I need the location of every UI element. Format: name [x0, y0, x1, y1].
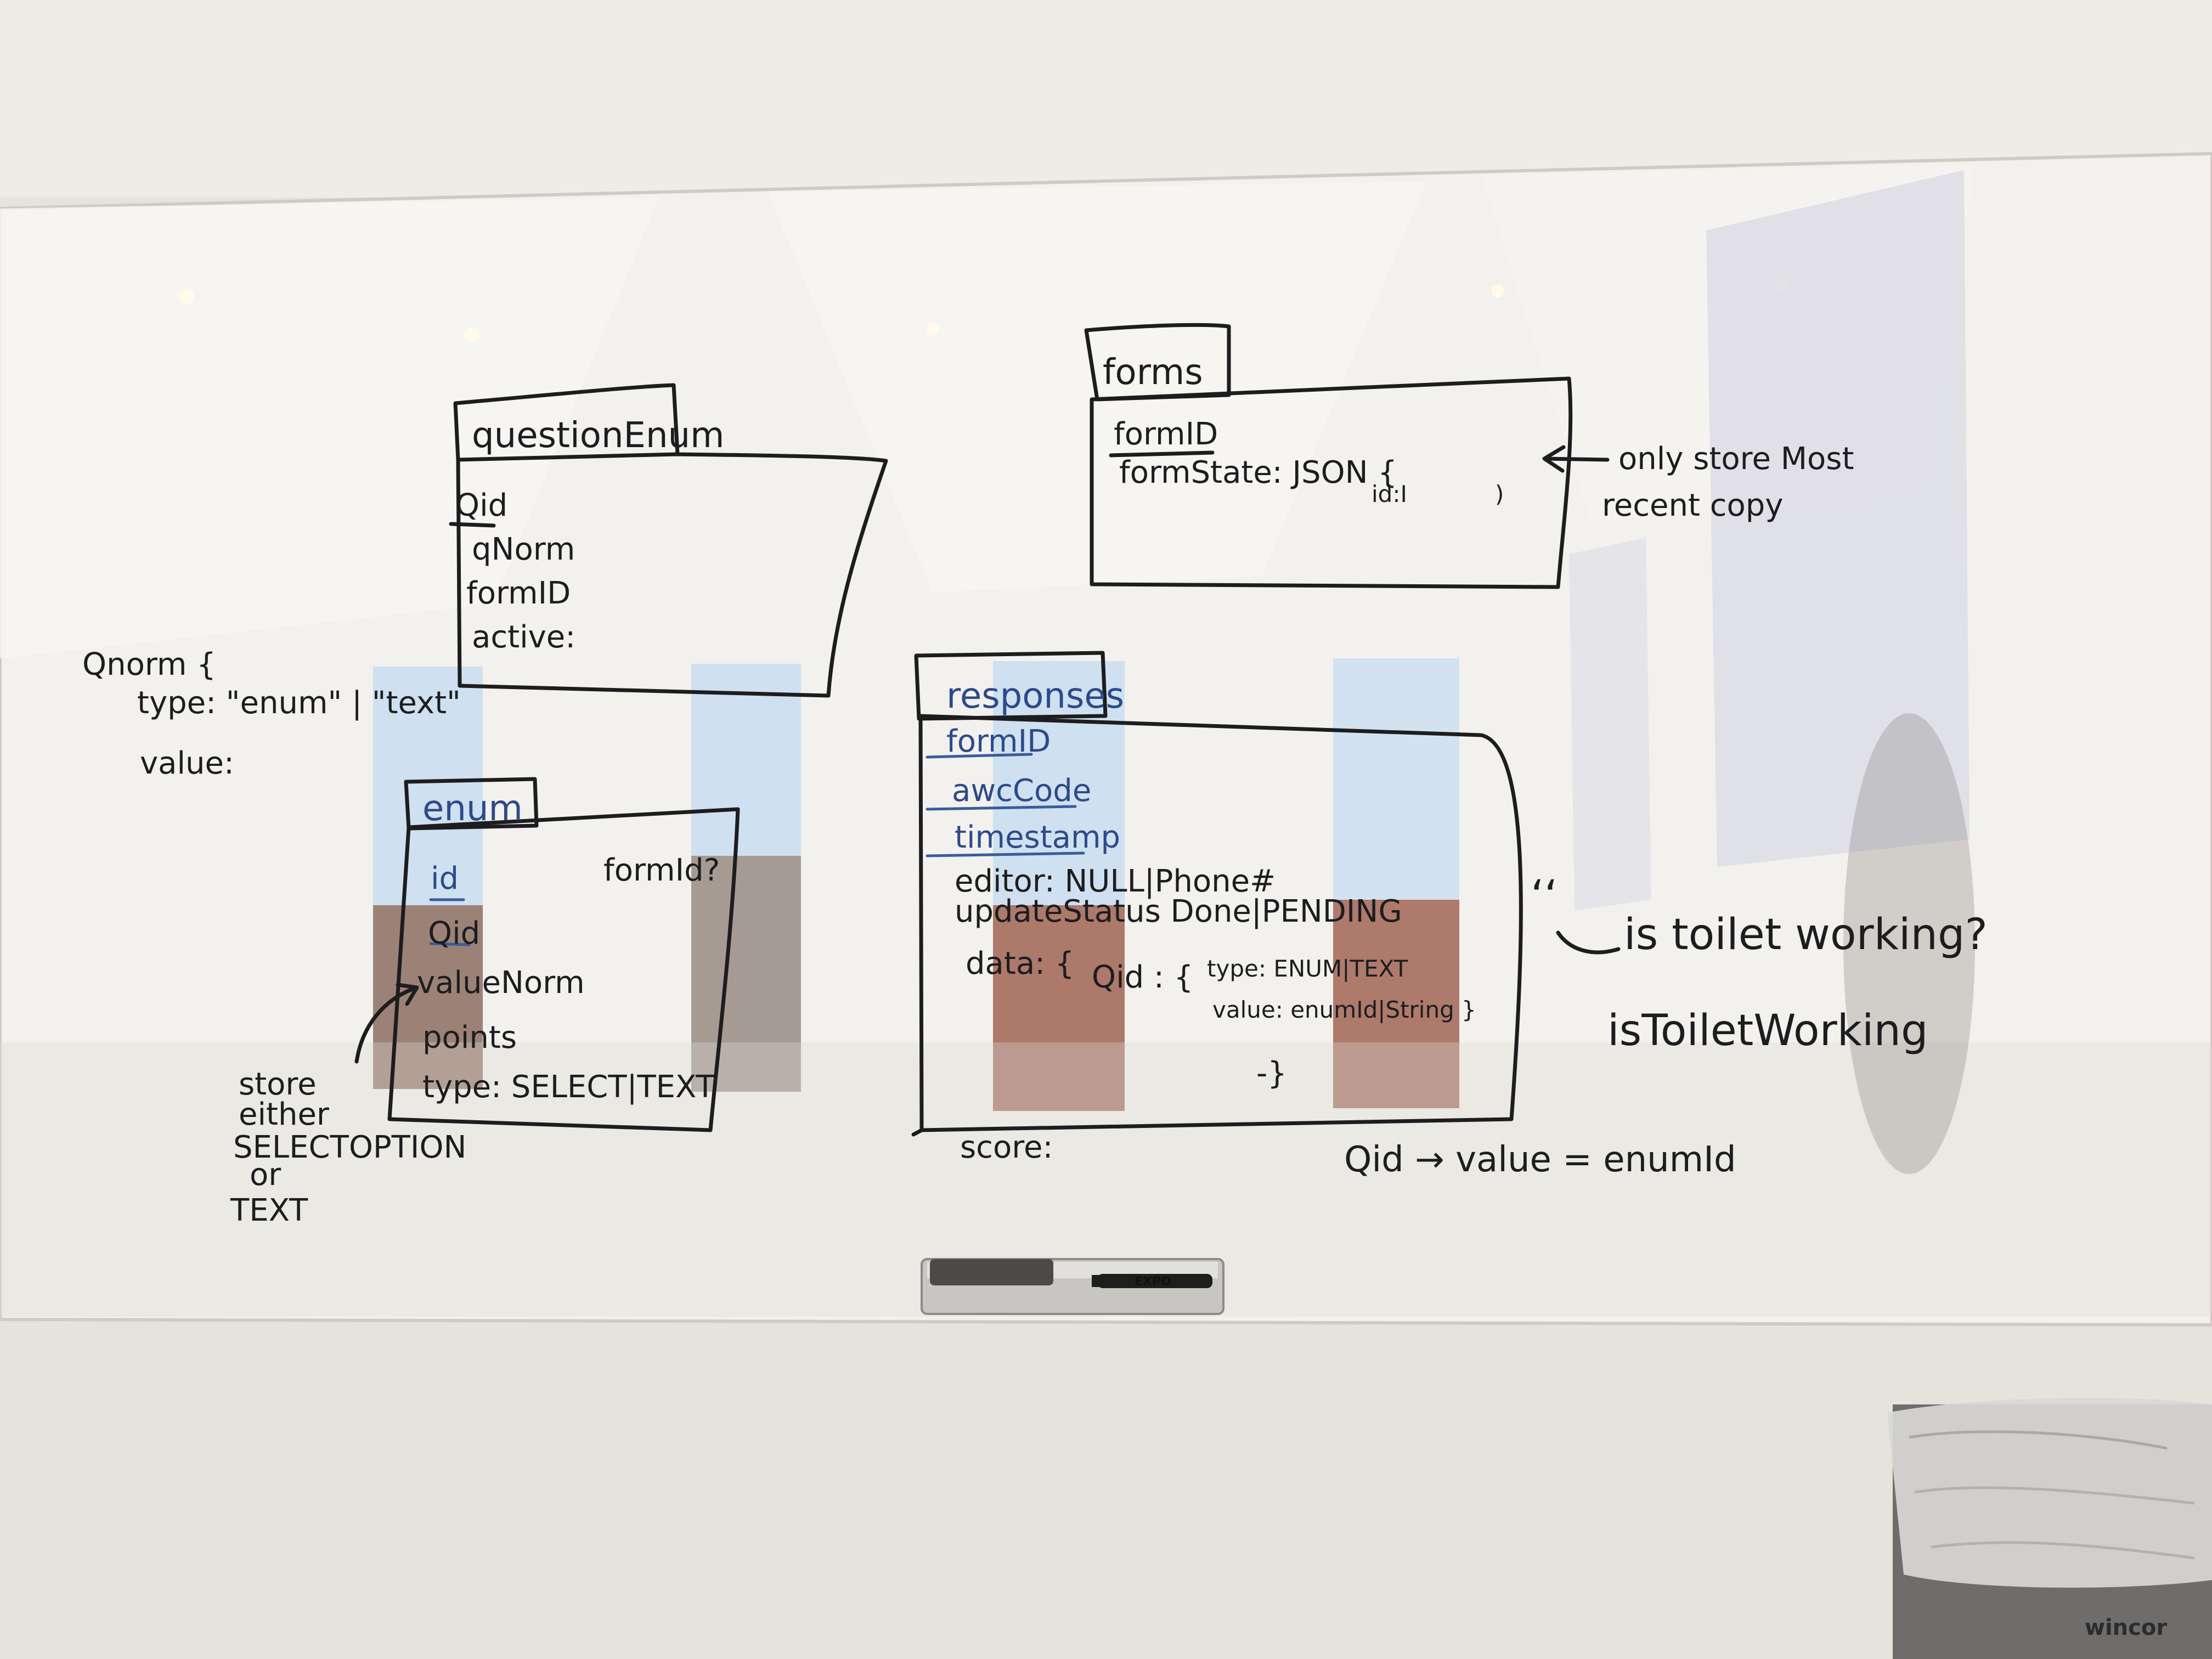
- field-updatestatus: updateStatus Done|PENDING: [955, 894, 1402, 929]
- note-line: or: [250, 1157, 281, 1193]
- bin-brand: wincor: [2085, 1615, 2167, 1640]
- formstate-close: ): [1495, 481, 1504, 507]
- note-forms-storage: only store Most recent copy: [1542, 441, 1854, 523]
- note-toilet: ‘‘ is toilet working? isToiletWorking Qi…: [1344, 872, 1988, 1180]
- table-title: responses: [946, 676, 1124, 716]
- field-id: id: [431, 861, 459, 896]
- side-note-formid: formId?: [603, 853, 720, 888]
- note-line: TEXT: [230, 1193, 308, 1228]
- table-responses: responses formID awcCode timestamp edito…: [911, 651, 1523, 1165]
- data-inner-value: value: enumId|String }: [1212, 996, 1476, 1023]
- data-inner-close: -}: [1256, 1056, 1287, 1091]
- field-awccode: awcCode: [952, 773, 1091, 809]
- table-title: questionEnum: [472, 415, 724, 456]
- note-line: SELECTOPTION: [233, 1130, 466, 1165]
- field-formid: formID: [1114, 416, 1218, 452]
- field-points: points: [422, 1020, 517, 1056]
- window-reflection-mid: [993, 661, 1125, 1111]
- field-qid: Qid: [455, 488, 507, 523]
- field-data: data: {: [966, 946, 1074, 981]
- note-line: Qnorm {: [82, 647, 216, 682]
- window-reflection-left: [373, 667, 483, 1089]
- field-qnorm: qNorm: [472, 532, 575, 567]
- marker-label: EXPO: [1135, 1275, 1171, 1289]
- table-title: forms: [1103, 352, 1203, 393]
- table-enum: enum id Qid valueNorm points type: SELEC…: [387, 777, 740, 1132]
- field-active: active:: [472, 619, 575, 655]
- eraser[interactable]: [930, 1259, 1053, 1285]
- field-formstate: formState: JSON {: [1119, 455, 1397, 490]
- data-inner-qid: Qid : {: [1092, 960, 1193, 995]
- window-reflection-mid-left: [691, 664, 801, 1092]
- table-questionEnum: questionEnum Qid qNorm formID active:: [449, 383, 888, 698]
- mapping-note: Qid → value = enumId: [1344, 1139, 1736, 1180]
- note-line: either: [239, 1097, 330, 1132]
- note-qnorm: Qnorm { type: "enum" | "text" value:: [82, 647, 461, 781]
- toilet-quote: ‘‘: [1531, 872, 1558, 921]
- field-score: score:: [960, 1130, 1053, 1165]
- toilet-camel: isToiletWorking: [1607, 1006, 1928, 1056]
- field-formid: formID: [946, 724, 1051, 759]
- note-line: value:: [140, 746, 234, 781]
- marker-tray: EXPO: [921, 1258, 1224, 1315]
- field-type: type: SELECT|TEXT: [422, 1069, 715, 1105]
- note-line: recent copy: [1602, 488, 1783, 523]
- field-editor: editor: NULL|Phone#: [955, 864, 1276, 899]
- window-reflection-right: [1333, 658, 1459, 1108]
- formstate-inner: id:I: [1372, 481, 1407, 507]
- field-timestamp: timestamp: [955, 820, 1120, 855]
- note-line: only store Most: [1618, 441, 1854, 477]
- field-qid: Qid: [428, 916, 480, 951]
- toilet-question: is toilet working?: [1624, 910, 1988, 960]
- note-line: store: [239, 1066, 317, 1102]
- marker[interactable]: [1097, 1274, 1212, 1288]
- trash-bin: wincor: [1887, 1398, 2212, 1659]
- note-store-either: store either SELECTOPTION or TEXT: [230, 983, 466, 1228]
- note-line: type: "enum" | "text": [137, 685, 461, 721]
- table-forms: forms formID formState: JSON { id:I ): [1084, 323, 1573, 589]
- field-valuenorm: valueNorm: [417, 965, 585, 1001]
- field-formid: formID: [466, 575, 571, 611]
- table-title: enum: [422, 788, 523, 829]
- data-inner-type: type: ENUM|TEXT: [1207, 955, 1408, 982]
